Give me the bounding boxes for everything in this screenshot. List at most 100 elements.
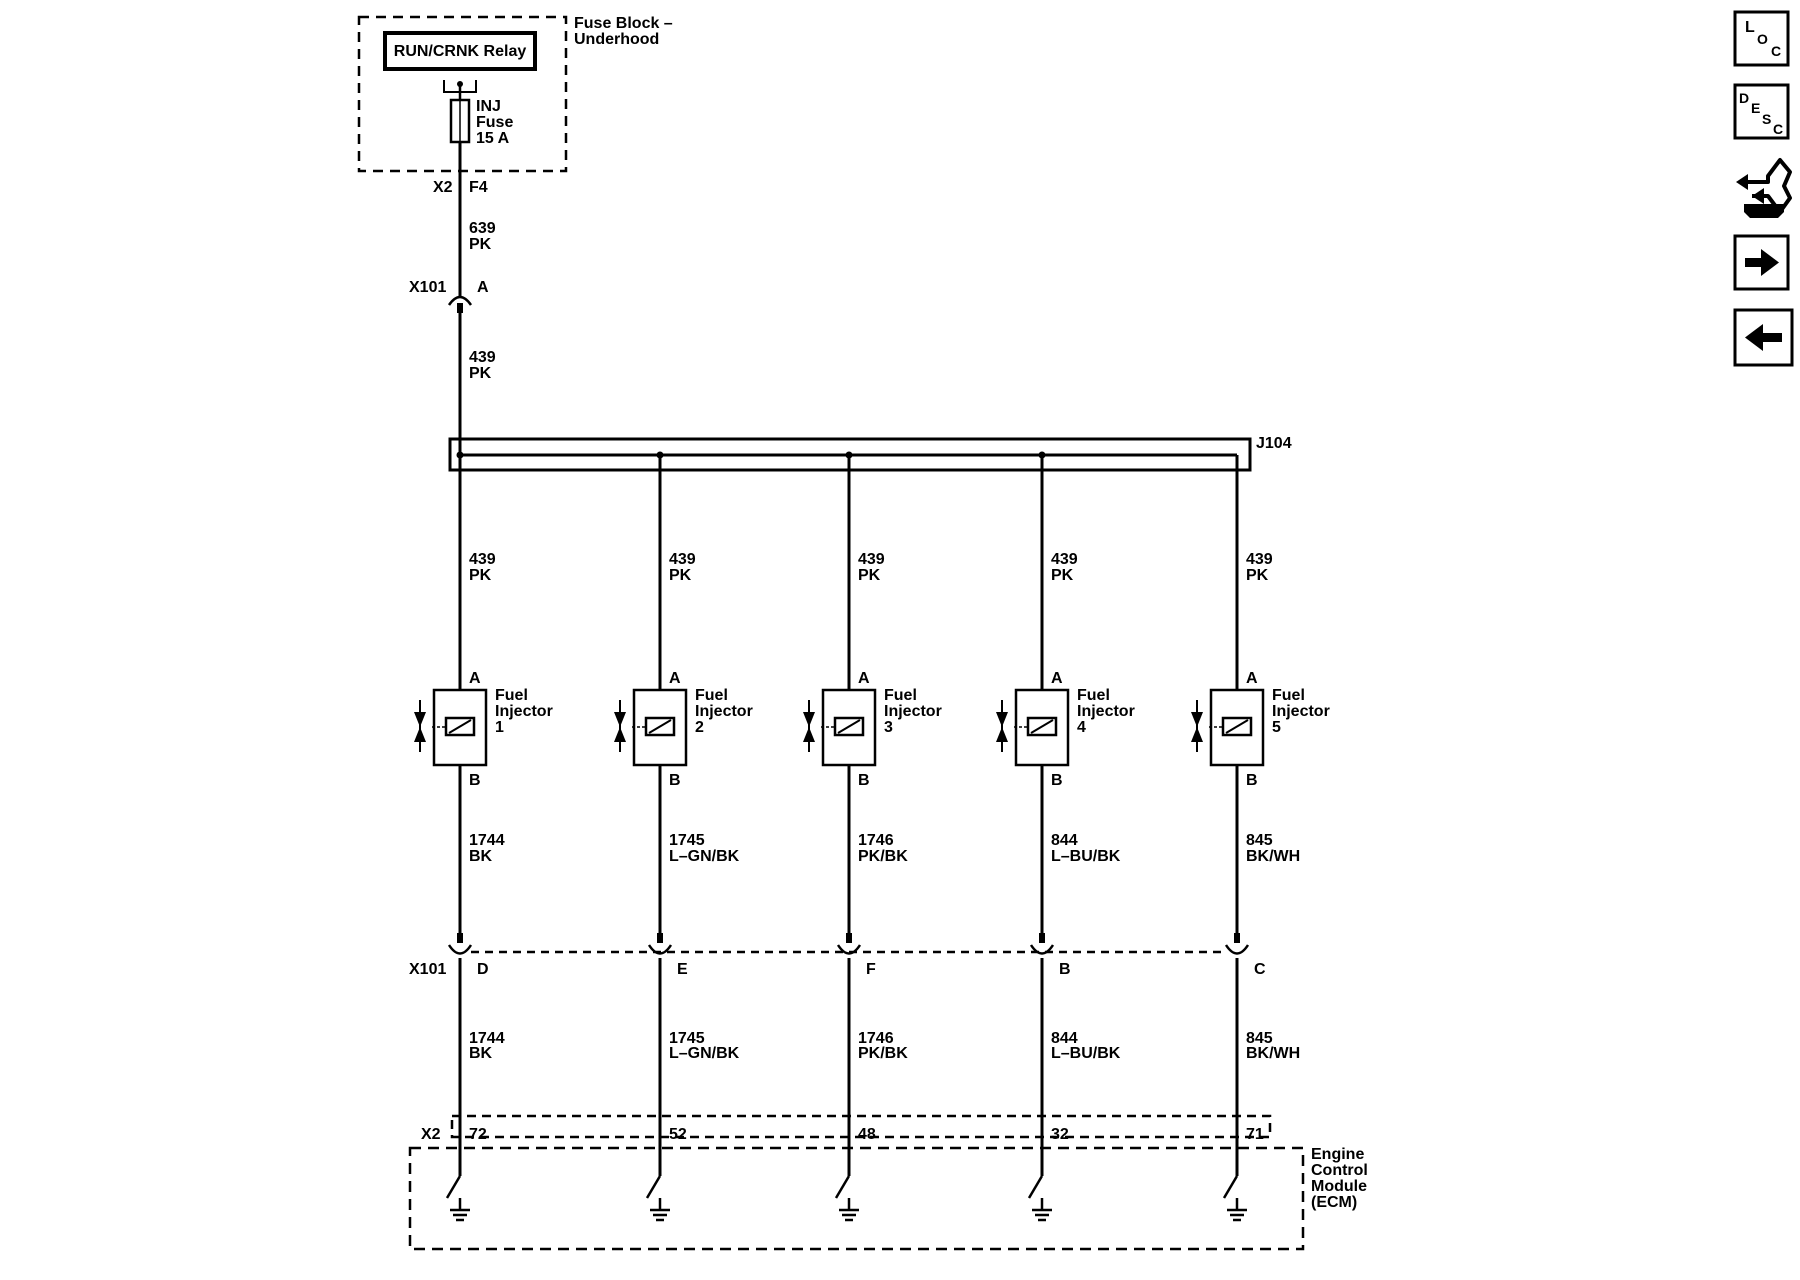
ecm-wire-color: BK bbox=[469, 1045, 493, 1062]
driver-switch bbox=[645, 1175, 662, 1199]
injector-label-2: Injector bbox=[884, 703, 942, 720]
control-circuit: 1746 bbox=[858, 832, 894, 849]
ecm-wire-color: PK/BK bbox=[858, 1045, 908, 1062]
x101-connector bbox=[447, 944, 473, 955]
control-circuit: 844 bbox=[1051, 832, 1078, 849]
ecm-wire-color: L–BU/BK bbox=[1051, 1045, 1121, 1062]
nav-back-button[interactable] bbox=[1733, 308, 1794, 367]
x101-top-connector bbox=[447, 295, 473, 306]
main-feed: 639 PK X101 A 439 PK bbox=[409, 142, 496, 455]
connector-icon bbox=[1736, 158, 1792, 218]
control-color: PK/BK bbox=[858, 848, 908, 865]
nav-connector-button[interactable] bbox=[1736, 158, 1792, 218]
control-circuit: 1745 bbox=[669, 832, 705, 849]
supply-circuit: 439 bbox=[1246, 551, 1273, 568]
solenoid-core bbox=[648, 719, 672, 734]
ecm-wire-circuit: 844 bbox=[1051, 1030, 1078, 1047]
injector-pin-a: A bbox=[1246, 670, 1258, 687]
ecm: X2 Engine Control Module (ECM) bbox=[408, 1114, 1368, 1251]
injector-circuit-4: 439PKAFuelInjector4B844L–BU/BKB844L–BU/B… bbox=[996, 451, 1135, 1222]
injector-label-2: Injector bbox=[495, 703, 553, 720]
driver-switch bbox=[445, 1175, 462, 1199]
feed-lower-color: PK bbox=[469, 365, 492, 382]
injector-pin-a: A bbox=[858, 670, 870, 687]
x101-top-name: X101 bbox=[409, 279, 446, 296]
x101-connector bbox=[1029, 944, 1055, 955]
injector-label-1: Fuel bbox=[695, 687, 728, 704]
desc-icon: D E S C bbox=[1733, 83, 1790, 140]
injector-number: 4 bbox=[1077, 719, 1086, 736]
x101-connector bbox=[647, 944, 673, 955]
injector-label-1: Fuel bbox=[495, 687, 528, 704]
ecm-label-3: Module bbox=[1311, 1178, 1367, 1195]
run-crnk-relay bbox=[383, 31, 537, 71]
fuse-block: Fuse Block – Underhood RUN/CRNK Relay IN… bbox=[357, 15, 673, 196]
ecm-label-4: (ECM) bbox=[1311, 1194, 1357, 1211]
nav-desc-button[interactable]: D E S C bbox=[1733, 83, 1790, 140]
fuse-label-3: 15 A bbox=[476, 130, 510, 147]
injector-pin-a: A bbox=[1051, 670, 1063, 687]
supply-color: PK bbox=[1246, 567, 1269, 584]
injector-pin-a: A bbox=[669, 670, 681, 687]
x101-pin: C bbox=[1254, 961, 1266, 978]
x101-bottom-connector: X101 bbox=[409, 950, 1226, 978]
solenoid-core bbox=[1030, 719, 1054, 734]
injector-pin-b: B bbox=[1246, 772, 1258, 789]
fuse-block-pin: F4 bbox=[469, 179, 488, 196]
injector-number: 5 bbox=[1272, 719, 1281, 736]
injector-pin-b: B bbox=[1051, 772, 1063, 789]
control-color: BK bbox=[469, 848, 493, 865]
nav-next-button[interactable] bbox=[1733, 234, 1790, 291]
injector-pin-b: B bbox=[858, 772, 870, 789]
injector-circuit-3: 439PKAFuelInjector3B1746PK/BKF1746PK/BK4… bbox=[803, 451, 942, 1222]
fuse-block-boundary bbox=[357, 15, 568, 173]
x101-connector bbox=[836, 944, 862, 955]
fuse-block-title-1: Fuse Block – bbox=[574, 15, 673, 32]
desc-d: D bbox=[1739, 90, 1749, 106]
injector-pin-a: A bbox=[469, 670, 481, 687]
feed-upper-color: PK bbox=[469, 236, 492, 253]
ecm-boundary bbox=[408, 1146, 1305, 1251]
loc-icon: L O C bbox=[1733, 10, 1790, 67]
supply-circuit: 439 bbox=[1051, 551, 1078, 568]
x101-top-pin: A bbox=[477, 279, 489, 296]
supply-color: PK bbox=[1051, 567, 1074, 584]
fuse-label-1: INJ bbox=[476, 98, 501, 115]
supply-color: PK bbox=[669, 567, 692, 584]
control-color: BK/WH bbox=[1246, 848, 1300, 865]
ecm-wire-circuit: 845 bbox=[1246, 1030, 1273, 1047]
x101-connector bbox=[1224, 944, 1250, 955]
supply-circuit: 439 bbox=[858, 551, 885, 568]
injector-number: 2 bbox=[695, 719, 704, 736]
injector-label-2: Injector bbox=[1077, 703, 1135, 720]
ecm-wire-circuit: 1744 bbox=[469, 1030, 505, 1047]
loc-o: O bbox=[1757, 31, 1768, 47]
loc-l: L bbox=[1745, 19, 1755, 36]
nav-loc-button[interactable]: L O C bbox=[1733, 10, 1790, 67]
injector-pin-b: B bbox=[469, 772, 481, 789]
driver-switch bbox=[1027, 1175, 1044, 1199]
control-color: L–BU/BK bbox=[1051, 848, 1121, 865]
bus-node bbox=[457, 81, 463, 87]
ecm-pin: 72 bbox=[469, 1126, 487, 1143]
x101-bottom-name: X101 bbox=[409, 961, 446, 978]
x101-pin: E bbox=[677, 961, 688, 978]
splice-j104: J104 bbox=[448, 435, 1292, 472]
control-color: L–GN/BK bbox=[669, 848, 740, 865]
ecm-pin: 52 bbox=[669, 1126, 687, 1143]
supply-color: PK bbox=[469, 567, 492, 584]
desc-s: S bbox=[1762, 111, 1771, 127]
desc-e: E bbox=[1751, 100, 1760, 116]
driver-switch bbox=[1222, 1175, 1239, 1199]
ecm-label-1: Engine bbox=[1311, 1146, 1364, 1163]
fuse-block-title-2: Underhood bbox=[574, 31, 659, 48]
ecm-pin: 71 bbox=[1246, 1126, 1264, 1143]
x101-pin: D bbox=[477, 961, 489, 978]
supply-circuit: 439 bbox=[469, 551, 496, 568]
ecm-label-2: Control bbox=[1311, 1162, 1368, 1179]
solenoid-core bbox=[1225, 719, 1249, 734]
supply-circuit: 439 bbox=[669, 551, 696, 568]
x101-terminal bbox=[1234, 933, 1240, 943]
x101-top-terminal bbox=[457, 303, 463, 313]
ecm-connector-label: X2 bbox=[421, 1126, 441, 1143]
